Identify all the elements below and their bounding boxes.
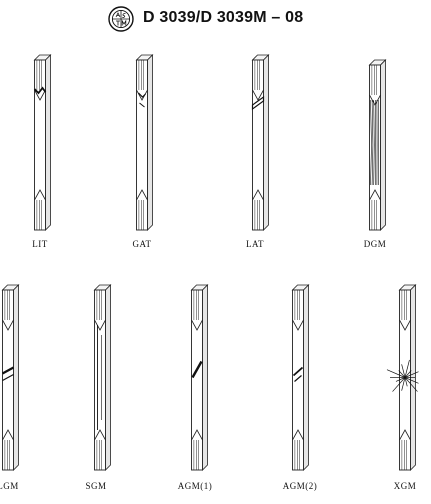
specimen-sgm	[93, 284, 112, 471]
specimen-xgm	[386, 284, 419, 471]
specimen-agm2	[291, 284, 310, 471]
specimen-lat	[251, 54, 270, 231]
failure-mode-label-lat: LAT	[246, 239, 264, 249]
failure-mode-label-dgm: DGM	[363, 239, 387, 249]
specimen-gat	[135, 54, 154, 231]
specimen-agm1	[190, 284, 209, 471]
failure-mode-label-agm1: AGM(1)	[177, 481, 213, 491]
failure-mode-label-gat: GAT	[132, 239, 152, 249]
specimen-dgm	[368, 59, 387, 231]
specimen-lit	[33, 54, 52, 231]
failure-mode-label-xgm: XGM	[393, 481, 417, 491]
failure-mode-label-lit: LIT	[32, 239, 48, 249]
standard-designation: D 3039/D 3039M – 08	[143, 9, 304, 26]
failure-mode-label-agm2: AGM(2)	[282, 481, 318, 491]
failure-mode-label-lgm: LGM	[0, 481, 19, 491]
failure-mode-label-sgm: SGM	[85, 481, 107, 491]
specimen-lgm	[1, 284, 20, 471]
astm-logo-icon	[108, 6, 134, 32]
document-header: D 3039/D 3039M – 08	[108, 6, 348, 34]
